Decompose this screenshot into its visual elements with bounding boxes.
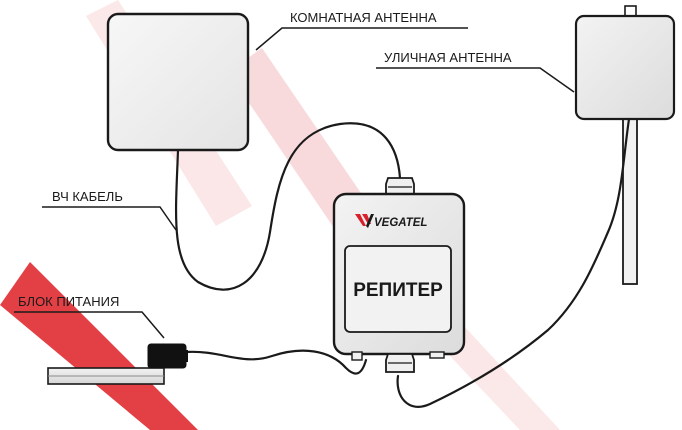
leader-power-supply [14,311,165,339]
cables [174,117,631,408]
power-connector [351,351,363,361]
leader-indoor-antenna [255,27,468,51]
repeater-front-panel [344,245,452,333]
outdoor-antenna [574,5,676,285]
repeater-unit: VEGATEL РЕПИТЕР [332,177,466,373]
leader-outdoor-antenna [376,67,575,93]
power-supply [47,343,188,385]
label-power-supply: БЛОК ПИТАНИЯ [18,294,119,309]
rf-cable-indoor [174,122,402,291]
repeater-brand: VEGATEL [374,217,427,229]
outdoor-antenna-box [574,14,676,121]
repeater-title: РЕПИТЕР [353,280,443,301]
leader-rf-cable [42,206,177,231]
watermark-red-stroke-left [0,262,198,430]
aux-connector [429,351,445,359]
vegatel-logo-icon [355,214,374,228]
indoor-antenna [106,12,250,152]
rf-cable-outdoor [396,117,631,408]
leader-lines [14,27,575,339]
label-indoor-antenna: КОМНАТНАЯ АНТЕННА [290,10,437,25]
power-cable [184,349,368,375]
label-rf-cable: ВЧ КАБЕЛЬ [52,189,123,204]
label-outdoor-antenna: УЛИЧНАЯ АНТЕННА [384,50,512,65]
